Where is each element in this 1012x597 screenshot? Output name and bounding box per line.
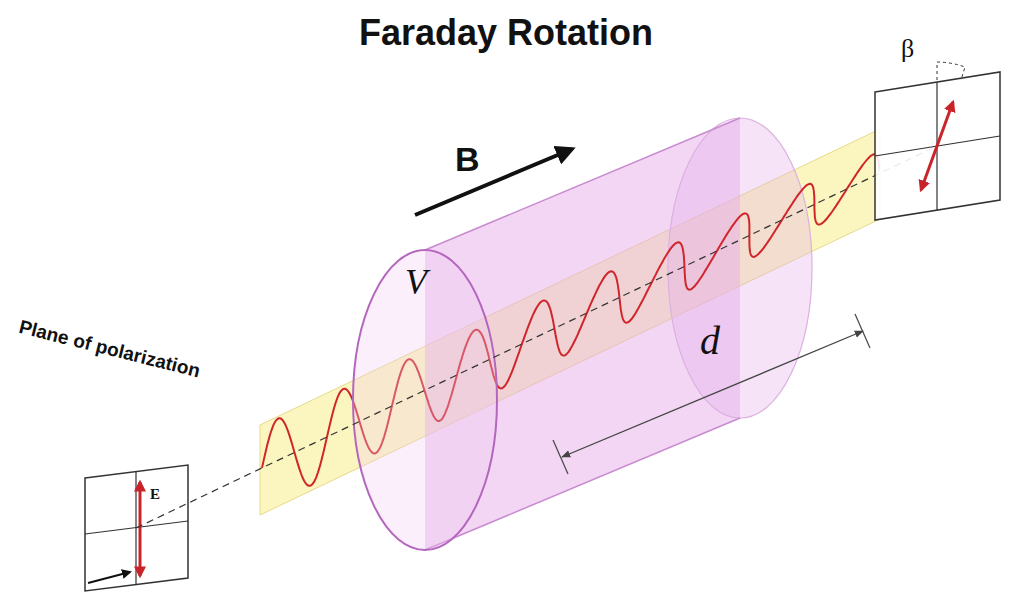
verdet-label: V xyxy=(405,262,427,303)
diagram-title: Faraday Rotation xyxy=(0,12,1012,53)
length-label: d xyxy=(700,318,720,364)
propagation-axis xyxy=(136,146,937,528)
rotation-angle-label: β xyxy=(901,34,914,64)
medium-front-face xyxy=(353,250,497,550)
rotation-angle-mark xyxy=(937,62,965,80)
field-vector-label: E xyxy=(150,486,160,503)
output-frame xyxy=(875,72,1000,220)
plane-label: Plane of polarization xyxy=(17,316,203,382)
magnetic-field-label: B xyxy=(455,140,480,179)
field-arrow xyxy=(415,149,572,215)
length-dimension xyxy=(553,314,870,474)
